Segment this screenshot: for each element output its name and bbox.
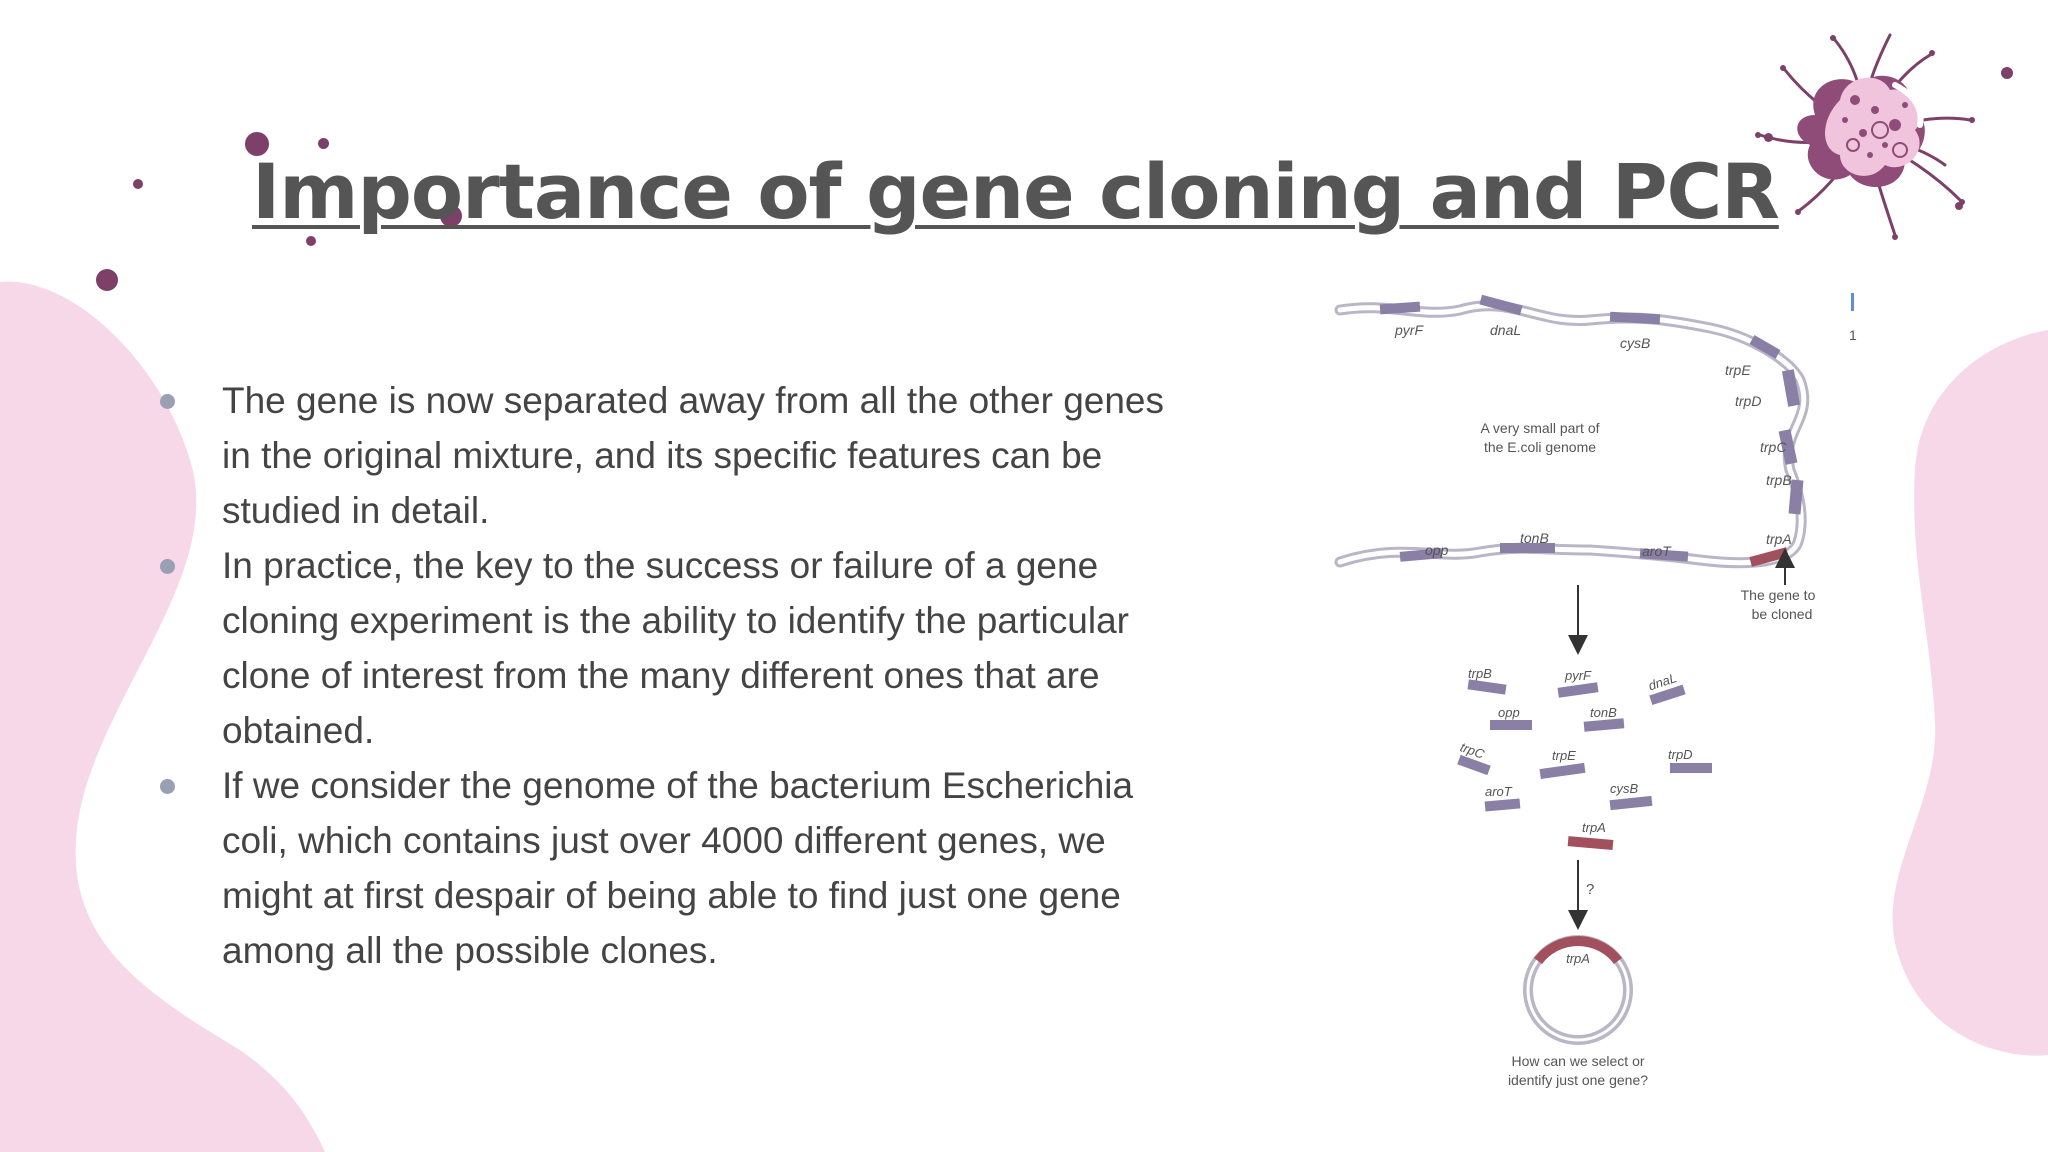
slide-title: Importance of gene cloning and PCR (252, 147, 1780, 236)
plasmid-insert (1534, 936, 1622, 965)
gene-segment (1379, 301, 1421, 315)
gene-label-dnaL: dnaL (1490, 322, 1521, 338)
gene-label-tonB: tonB (1520, 530, 1549, 546)
decorative-dot (318, 138, 329, 149)
gene-segment (1479, 294, 1523, 316)
gene-label-trpC: trpC (1760, 439, 1787, 455)
genome-gene-labels: pyrF dnaL cysB trpE trpD trpC trpB trpA … (1394, 322, 1792, 559)
genome-caption-line-1: A very small part of (1480, 420, 1599, 436)
fragment-label-trpA: trpA (1582, 820, 1606, 835)
gene-cloning-figure: pyrF dnaL cysB trpE trpD trpC trpB trpA … (1320, 280, 1880, 1100)
decorative-dot (440, 205, 462, 227)
gene-label-cysB: cysB (1620, 335, 1650, 351)
gene-label-trpE: trpE (1725, 362, 1751, 378)
fragment (1484, 798, 1521, 812)
bullet-list: The gene is now separated away from all … (160, 373, 1200, 978)
question-caption-line-1: How can we select or (1511, 1053, 1644, 1069)
fragment-label-cysB: cysB (1610, 781, 1639, 796)
list-item: If we consider the genome of the bacteri… (160, 758, 1200, 978)
fragment (1670, 763, 1712, 773)
gene-segment (1500, 543, 1555, 553)
fragment-label-tonB: tonB (1590, 705, 1617, 720)
decorative-dot (96, 269, 118, 291)
bullet-icon (160, 394, 175, 409)
target-caption-line-2: be cloned (1752, 606, 1813, 622)
image-edge-mark (1851, 293, 1854, 311)
gene-segment (1749, 335, 1781, 359)
gene-label-trpB: trpB (1766, 472, 1792, 488)
gene-segment (1788, 479, 1804, 515)
plasmid-gene-label: trpA (1566, 951, 1590, 966)
fragment-label-opp: opp (1498, 705, 1520, 720)
question-caption-line-2: identify just one gene? (1508, 1072, 1648, 1088)
gene-segment (1609, 311, 1661, 325)
virus-illustration-icon (1755, 33, 1975, 240)
gene-label-trpA: trpA (1766, 531, 1792, 547)
gene-label-opp: opp (1425, 542, 1449, 558)
gene-segment (1399, 548, 1443, 562)
fragment (1467, 679, 1507, 695)
decorative-dot (245, 132, 269, 156)
fragment (1649, 684, 1686, 706)
decorative-dot (2001, 67, 2013, 79)
fragment-label-trpB: trpB (1468, 666, 1492, 681)
gene-label-trpD: trpD (1735, 393, 1761, 409)
gene-segment (1781, 369, 1801, 407)
fragment (1539, 762, 1586, 780)
bullet-icon (160, 559, 175, 574)
right-pink-blob (1892, 330, 2048, 1056)
bullet-text: The gene is now separated away from all … (222, 380, 1165, 531)
gene-label-pyrF: pyrF (1394, 322, 1424, 338)
decorative-dot (1955, 202, 1963, 210)
fragment (1557, 682, 1599, 698)
target-fragment (1567, 836, 1614, 850)
genome-gene-segments (1379, 294, 1804, 562)
question-mark-label: ? (1586, 881, 1594, 898)
fragment-label-trpE: trpE (1552, 748, 1576, 763)
gene-segment (1639, 548, 1689, 562)
bullet-text: If we consider the genome of the bacteri… (222, 765, 1134, 971)
target-caption-line-1: The gene to (1741, 587, 1816, 603)
list-item: The gene is now separated away from all … (160, 373, 1200, 538)
gene-label-aroT: aroT (1642, 543, 1672, 559)
bullet-icon (160, 779, 175, 794)
left-pink-blob (0, 281, 325, 1152)
genome-caption-line-2: the E.coli genome (1484, 439, 1596, 455)
fragment-label-pyrF: pyrF (1564, 668, 1592, 683)
fragment-label-trpD: trpD (1668, 747, 1693, 762)
gene-segment (1778, 429, 1798, 465)
side-mark: 1 (1849, 327, 1857, 343)
fragment-label-aroT: aroT (1485, 784, 1513, 799)
fragment-labels: trpB pyrF dnaL opp tonB trpC trpE trpD a… (1458, 666, 1692, 835)
decorative-dot (306, 236, 316, 246)
fragment (1457, 754, 1491, 776)
fragment-group (1457, 679, 1712, 850)
list-item: In practice, the key to the success or f… (160, 538, 1200, 758)
fragment (1609, 795, 1653, 811)
bullet-text: In practice, the key to the success or f… (222, 545, 1129, 751)
decorative-dot (133, 179, 143, 189)
fragment (1490, 720, 1532, 730)
fragment (1583, 718, 1625, 732)
